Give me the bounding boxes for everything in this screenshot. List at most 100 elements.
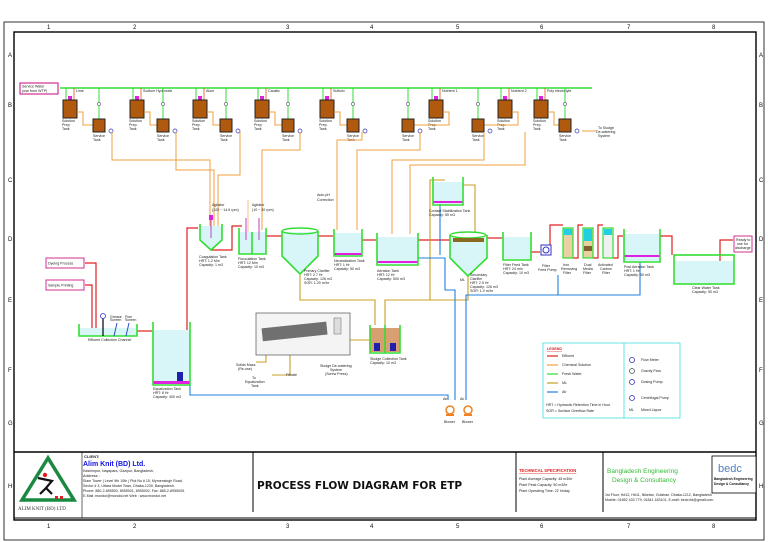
solution-prep-tank: [129, 99, 145, 119]
legend-note-hrt: HRT = Hydraulic Retention Time in Hour: [546, 403, 611, 407]
client-name: Alim Knit (BD) Ltd.: [83, 461, 145, 468]
service-tank-label: Tank: [559, 138, 567, 142]
to-sludge-label: To Sludge De-watering System: [596, 126, 615, 138]
legend-symbol-label: Flow Meter: [641, 358, 660, 362]
svg-text:System: System: [330, 368, 342, 372]
activated-carbon-filter: Activated Carbon Filter: [598, 227, 614, 275]
legend-symbol: Flow Meter: [629, 357, 660, 363]
coagulation-tank: Coagulation Tank HRT: 1.2 Min Capacity: …: [199, 215, 227, 267]
grid-column-label: 1: [47, 524, 51, 530]
primary-clarifier: Primary Clarifier HRT: 2.7 Hr Capacity: …: [281, 227, 332, 285]
service-tank-label: Tank: [402, 138, 410, 142]
grid-row-label: H: [759, 484, 763, 490]
prep-tank-label: Tank: [428, 127, 436, 131]
service-tank: [281, 118, 295, 133]
submersible-pump-icon: [177, 372, 183, 381]
prep-tank-label: Tank: [319, 127, 327, 131]
svg-text:Coagulation Tank: Coagulation Tank: [199, 255, 227, 259]
svg-text:ALIM KNIT (BD) LTD: ALIM KNIT (BD) LTD: [18, 507, 66, 512]
flocculation-tank: Flocculation Tank HRT: 12 Min Capacity: …: [238, 218, 267, 269]
prep-tank-label: Solution: [497, 119, 510, 123]
grid-column-label: 3: [286, 25, 290, 31]
valve-icon: [351, 102, 355, 106]
address-line: Sector # 3, Uttara Model Town, Dhaka-123…: [83, 484, 175, 488]
legend-symbol-label: Mixed Liquor: [641, 408, 662, 412]
filter-feed-pump: Filter Feed Pump: [538, 244, 557, 272]
blower-1: Blower Air: [443, 397, 456, 424]
service-water-sub: (use from WTP): [22, 89, 47, 93]
svg-text:Flocculation Tank: Flocculation Tank: [238, 257, 266, 261]
svg-text:HRT: 1 Hr: HRT: 1 Hr: [624, 269, 641, 273]
legend-item: ML: [547, 381, 567, 385]
chemical-unit: Poly electrolyteSolutionPrep.TankService…: [533, 88, 580, 142]
legend-label: ML: [562, 381, 567, 385]
grid-row-label: C: [759, 178, 764, 184]
svg-text:Dual: Dual: [584, 263, 592, 267]
service-tank-label: Service: [472, 134, 484, 138]
legend-symbol: Dosing Pump: [629, 379, 663, 385]
prep-tank-label: Prep.: [533, 123, 542, 127]
legend-symbol: Centrifugal Pump: [629, 395, 669, 401]
grid-column-label: 7: [627, 524, 631, 530]
client-label: CLIENT:: [84, 454, 99, 459]
prep-tank-label: Tank: [254, 127, 262, 131]
dyeing-process-box: [45, 257, 85, 269]
svg-text:Primary Clarifier: Primary Clarifier: [304, 269, 331, 273]
svg-text:Capacity: 400 m3: Capacity: 400 m3: [153, 395, 181, 399]
mixer-motor-icon: [198, 96, 202, 100]
grid-row-label: F: [759, 368, 763, 374]
svg-text:Capacity: 10 m3: Capacity: 10 m3: [370, 361, 396, 365]
svg-text:Filter: Filter: [583, 271, 592, 275]
dual-media-filter: Dual Media Filter: [582, 227, 594, 275]
grid-row-label: D: [759, 237, 764, 243]
valve-icon: [224, 102, 228, 106]
service-water-label: Service Water: [22, 85, 45, 89]
service-tank-label: Service: [347, 134, 359, 138]
svg-text:Blower: Blower: [462, 420, 474, 424]
svg-text:Capacity: 50 m3: Capacity: 50 m3: [624, 273, 650, 277]
svg-text:Media: Media: [583, 267, 593, 271]
secondary-clarifier: Secondary Clarifier HRT: 2.5 Hr Capacity…: [449, 231, 498, 293]
valve-icon: [286, 102, 290, 106]
grid-row-label: A: [8, 53, 12, 59]
agitator-2-speed: (10 ~ 30 rpm): [252, 208, 274, 212]
svg-text:SOR: 1.20 m/hr: SOR: 1.20 m/hr: [304, 281, 330, 285]
svg-text:HRT: 2.5 Hr: HRT: 2.5 Hr: [470, 281, 490, 285]
svg-text:Air: Air: [460, 397, 465, 401]
svg-text:Capacity: 50 m3: Capacity: 50 m3: [692, 290, 718, 294]
grid-row-label: A: [759, 53, 763, 59]
chemical-name: Caustic: [268, 89, 280, 93]
grid-column-label: 6: [540, 25, 544, 31]
service-tank: [401, 118, 415, 133]
svg-text:Capacity: 50 m3: Capacity: 50 m3: [334, 267, 360, 271]
filtrate-label: Filtrate: [286, 373, 297, 377]
tech-spec-line: Plant Average Capacity: 45 m3/hr: [519, 477, 573, 481]
svg-text:Filter: Filter: [602, 271, 611, 275]
auto-ph-sub: Correction: [317, 198, 334, 202]
chemical-name: Sodium Hydroxide: [143, 89, 172, 93]
air-pipes: [189, 200, 641, 400]
solution-prep-tank: [533, 99, 549, 119]
blower-2: Blower Air: [460, 397, 474, 424]
sample-printing-box: [45, 279, 85, 291]
sludge-collection-tank: Sludge Collection Tank Capacity: 10 m3: [369, 325, 407, 365]
title-block: ALIM KNIT (BD) LTD CLIENT: Alim Knit (BD…: [14, 451, 757, 519]
valve-icon: [97, 102, 101, 106]
prep-tank-label: Tank: [129, 127, 137, 131]
grid-column-label: 8: [712, 25, 716, 31]
svg-text:Filter Feed Tank: Filter Feed Tank: [503, 263, 529, 267]
address-line: Siam Tower | Level 9th 10th | Plot No # …: [83, 479, 183, 483]
prep-tank-label: Solution: [428, 119, 441, 123]
legend-symbol-label: Dosing Pump: [641, 380, 663, 384]
svg-text:use for: use for: [737, 242, 749, 246]
client-location: Kashimpur, Nayapara, Gazipur, Bangladesh…: [83, 469, 154, 473]
prep-tank-label: Tank: [62, 127, 70, 131]
svg-text:Screen: Screen: [125, 318, 136, 322]
svg-text:Sludge De-watering: Sludge De-watering: [320, 364, 352, 368]
chemical-name: Nutrient 2: [511, 89, 527, 93]
grid-row-label: D: [8, 237, 13, 243]
svg-text:bedc: bedc: [718, 463, 742, 475]
